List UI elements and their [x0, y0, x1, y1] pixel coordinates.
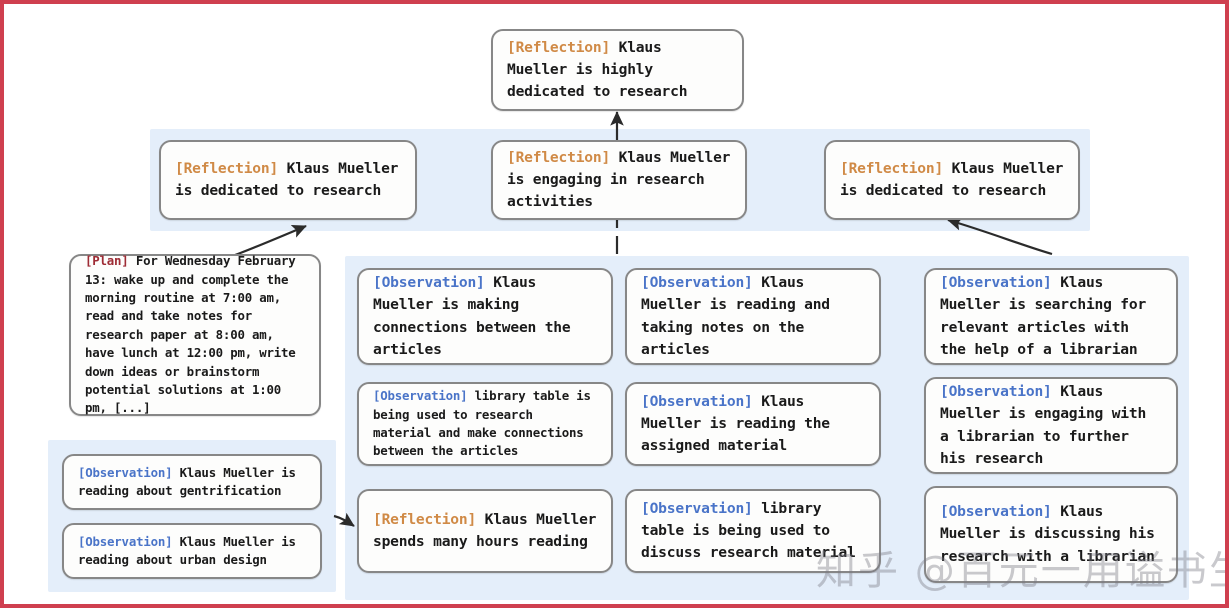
reflection-node-1-body: Klaus Mueller is dedicated to research — [175, 159, 407, 199]
observation-tag: [Observation] — [641, 274, 753, 292]
column3-node-2[interactable]: [Observation] Klaus Mueller is engaging … — [924, 377, 1178, 474]
column2-node-1-text: [Observation] Klaus Mueller is reading a… — [627, 272, 879, 361]
column1-node-2-text: [Observation] library table is being use… — [359, 387, 611, 460]
column3-node-3[interactable]: [Observation] Klaus Mueller is discussin… — [924, 486, 1178, 583]
reflection-node-2-text: [Reflection] Klaus Mueller is engaging i… — [493, 147, 745, 214]
left-observation-node-1-text: [Observation] Klaus Mueller is reading a… — [64, 464, 320, 501]
column1-node-1-body: Klaus Mueller is making connections betw… — [373, 274, 580, 358]
plan-node-body: For Wednesday February 13: wake up and c… — [85, 253, 303, 416]
column2-node-2[interactable]: [Observation] Klaus Mueller is reading t… — [625, 382, 881, 466]
root-reflection-body: Klaus Mueller is highly dedicated to res… — [507, 38, 688, 101]
root-reflection-text: [Reflection] Klaus Mueller is highly ded… — [493, 37, 742, 104]
reflection-node-2-body: Klaus Mueller is engaging in research ac… — [507, 148, 739, 211]
observation-tag: [Observation] — [940, 274, 1052, 292]
left-observation-node-2[interactable]: [Observation] Klaus Mueller is reading a… — [62, 523, 322, 579]
observation-tag: [Observation] — [940, 383, 1052, 401]
reflection-node-3-body: Klaus Mueller is dedicated to research — [840, 159, 1072, 199]
column1-node-3-body: Klaus Mueller spends many hours reading — [373, 510, 605, 550]
left-observation-node-2-body: Klaus Mueller is reading about urban des… — [78, 533, 304, 567]
reflection-tag: [Reflection] — [507, 38, 611, 56]
observation-tag: [Observation] — [78, 533, 173, 549]
reflection-node-1-text: [Reflection] Klaus Mueller is dedicated … — [161, 158, 415, 202]
column3-node-1[interactable]: [Observation] Klaus Mueller is searching… — [924, 268, 1178, 365]
column2-node-3[interactable]: [Observation] library table is being use… — [625, 489, 881, 573]
observation-tag: [Observation] — [373, 388, 468, 404]
column3-node-2-text: [Observation] Klaus Mueller is engaging … — [926, 381, 1176, 470]
left-observation-node-1-body: Klaus Mueller is reading about gentrific… — [78, 464, 304, 498]
observation-tag: [Observation] — [641, 392, 753, 410]
column3-node-3-body: Klaus Mueller is discussing his research… — [940, 503, 1164, 565]
column1-node-3[interactable]: [Reflection] Klaus Mueller spends many h… — [357, 489, 613, 573]
plan-node[interactable]: [Plan] For Wednesday February 13: wake u… — [69, 252, 321, 417]
column1-node-1[interactable]: [Observation] Klaus Mueller is making co… — [357, 268, 613, 365]
column1-node-2[interactable]: [Observation] library table is being use… — [357, 382, 613, 466]
plan-tag: [Plan] — [85, 253, 129, 269]
column3-node-3-text: [Observation] Klaus Mueller is discussin… — [926, 501, 1176, 568]
observation-tag: [Observation] — [78, 464, 173, 480]
reflection-node-3-text: [Reflection] Klaus Mueller is dedicated … — [826, 158, 1078, 202]
reflection-tag: [Reflection] — [507, 148, 611, 166]
reflection-node-1[interactable]: [Reflection] Klaus Mueller is dedicated … — [159, 140, 417, 220]
column1-node-2-body: library table is being used to research … — [373, 388, 599, 459]
column3-node-2-body: Klaus Mueller is engaging with a librari… — [940, 383, 1155, 467]
column2-node-3-body: library table is being used to discuss r… — [641, 499, 856, 562]
column3-node-1-text: [Observation] Klaus Mueller is searching… — [926, 272, 1176, 361]
reflection-tag: [Reflection] — [840, 159, 944, 177]
reflection-node-3[interactable]: [Reflection] Klaus Mueller is dedicated … — [824, 140, 1080, 220]
column2-node-2-body: Klaus Mueller is reading the assigned ma… — [641, 392, 839, 455]
observation-tag: [Observation] — [373, 274, 485, 292]
observation-tag: [Observation] — [641, 499, 753, 517]
column2-node-1-body: Klaus Mueller is reading and taking note… — [641, 274, 839, 358]
reflection-tag: [Reflection] — [175, 159, 279, 177]
reflection-tag: [Reflection] — [373, 510, 477, 528]
column1-node-1-text: [Observation] Klaus Mueller is making co… — [359, 272, 611, 361]
plan-node-text: [Plan] For Wednesday February 13: wake u… — [71, 252, 319, 417]
reflection-node-2[interactable]: [Reflection] Klaus Mueller is engaging i… — [491, 140, 747, 220]
watermark: 知乎 @百元一用谥书生 — [816, 548, 1229, 594]
observation-tag: [Observation] — [940, 503, 1052, 521]
left-observation-node-2-text: [Observation] Klaus Mueller is reading a… — [64, 533, 320, 570]
column2-node-3-text: [Observation] library table is being use… — [627, 498, 879, 565]
column3-node-1-body: Klaus Mueller is searching for relevant … — [940, 274, 1155, 358]
root-reflection-node[interactable]: [Reflection] Klaus Mueller is highly ded… — [491, 29, 744, 111]
left-observation-node-1[interactable]: [Observation] Klaus Mueller is reading a… — [62, 454, 322, 510]
column1-node-3-text: [Reflection] Klaus Mueller spends many h… — [359, 509, 611, 553]
column2-node-2-text: [Observation] Klaus Mueller is reading t… — [627, 391, 879, 458]
column2-node-1[interactable]: [Observation] Klaus Mueller is reading a… — [625, 268, 881, 365]
